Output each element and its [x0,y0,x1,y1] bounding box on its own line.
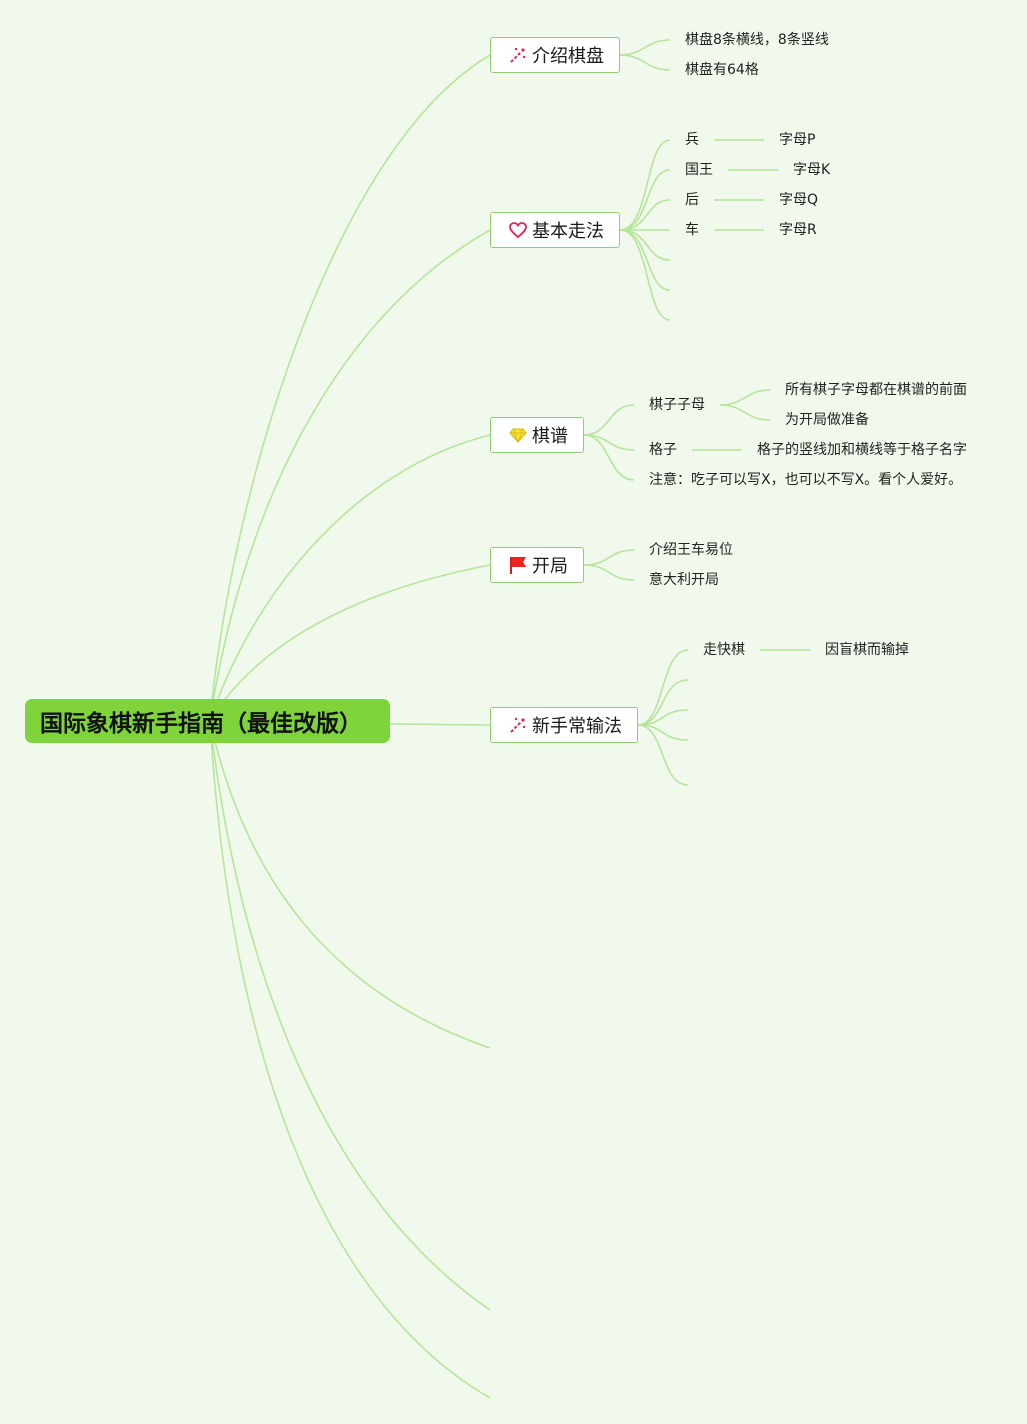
topic-board[interactable]: 介绍棋盘 [490,37,620,73]
link-root-topic-3 [209,434,491,722]
leaf-board-squares[interactable]: 棋盘有64格 [685,62,759,78]
flag-icon [508,555,528,575]
leaf-king-letter[interactable]: 字母K [793,162,831,178]
leaf-pawn-letter[interactable]: 字母P [779,132,816,148]
diamond-icon [508,425,528,445]
leaf-square[interactable]: 格子 [649,442,677,458]
topic-opening[interactable]: 开局 [490,547,584,583]
link-root-topic-1 [209,54,491,722]
leaf-capture-note[interactable]: 注意：吃子可以写X，也可以不写X。看个人爱好。 [649,472,963,488]
leaf-queen-letter[interactable]: 字母Q [779,192,819,208]
topic-label: 基本走法 [532,221,604,242]
leaf-piece-letters[interactable]: 棋子子母 [649,397,705,413]
topic-label: 棋谱 [532,426,568,447]
link-root-empty-3 [209,720,491,1399]
root-topic[interactable]: 国际象棋新手指南（最佳改版） [25,699,390,743]
leaf-rook[interactable]: 车 [685,222,699,238]
leaf-rook-letter[interactable]: 字母R [779,222,817,238]
leaf-opening-prep[interactable]: 为开局做准备 [785,412,869,428]
link-root-topic-4 [209,564,491,722]
heart-icon [508,220,528,240]
magic-wand-icon [508,715,528,735]
topic-label: 新手常输法 [532,716,622,737]
leaf-square-name[interactable]: 格子的竖线加和横线等于格子名字 [757,442,967,458]
link-root-empty-1 [209,720,491,1049]
root-title: 国际象棋新手指南（最佳改版） [40,711,362,737]
topic-basic-moves[interactable]: 基本走法 [490,212,620,248]
leaf-king[interactable]: 国王 [685,162,713,178]
leaf-italian-opening[interactable]: 意大利开局 [649,572,719,588]
link-root-empty-2 [209,720,491,1311]
leaf-letters-front[interactable]: 所有棋子字母都在棋谱的前面 [785,382,967,398]
link-root-topic-5 [389,723,491,726]
link-root-topic-2 [209,229,491,722]
topic-label: 开局 [532,556,568,577]
leaf-castling[interactable]: 介绍王车易位 [649,542,733,558]
leaf-board-lines[interactable]: 棋盘8条横线，8条竖线 [685,32,829,48]
topic-common-losses[interactable]: 新手常输法 [490,707,638,743]
topic-notation[interactable]: 棋谱 [490,417,584,453]
leaf-queen[interactable]: 后 [685,192,699,208]
magic-wand-icon [508,45,528,65]
topic-label: 介绍棋盘 [532,46,604,67]
leaf-pawn[interactable]: 兵 [685,132,699,148]
leaf-fast-play[interactable]: 走快棋 [703,642,745,658]
leaf-blind-loss[interactable]: 因盲棋而输掉 [825,642,909,658]
